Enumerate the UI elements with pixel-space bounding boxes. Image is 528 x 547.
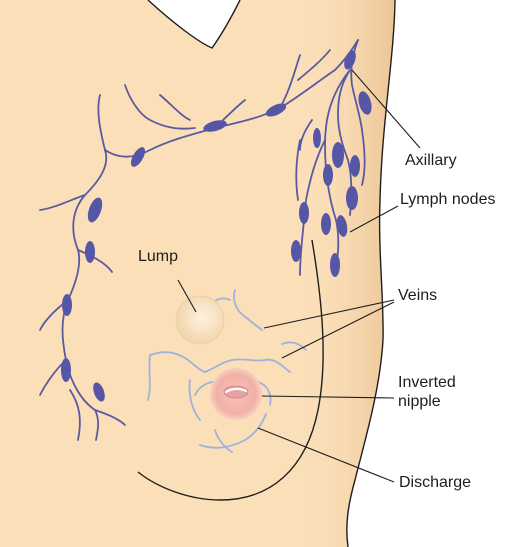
label-lymph-nodes: Lymph nodes	[400, 190, 495, 209]
label-axillary: Axillary	[405, 151, 457, 170]
label-lump: Lump	[138, 247, 178, 266]
label-veins: Veins	[398, 286, 437, 305]
label-discharge: Discharge	[399, 473, 471, 492]
lump	[176, 296, 224, 344]
label-inverted-nipple: Inverted nipple	[398, 373, 488, 411]
